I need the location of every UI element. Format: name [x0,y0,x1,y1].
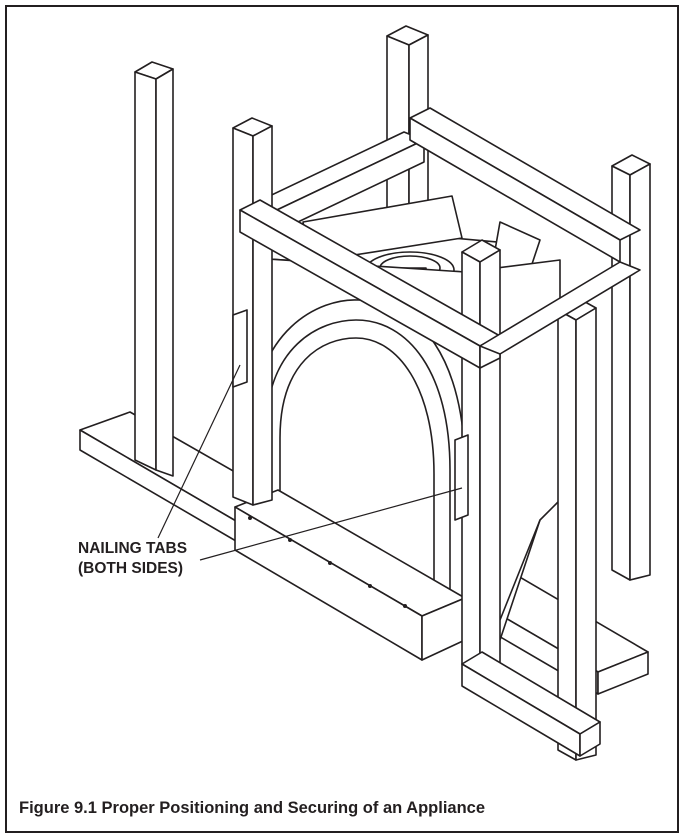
figure-caption: Figure 9.1 Proper Positioning and Securi… [19,799,486,817]
figure-frame [5,5,679,833]
stud-back-left [134,61,174,477]
header-front-right [479,261,641,355]
callout-line-1: NAILING TABS [78,540,188,557]
stud-front-left [232,117,273,506]
callout-leader-lines [157,364,463,561]
stud-right-lower [557,297,597,761]
nailing-tab-right [454,434,469,521]
callout-line-2: (BOTH SIDES) [78,560,184,577]
floor-plate-front [461,651,601,757]
nailing-tab-left [232,309,248,388]
appliance-base [234,489,466,661]
nailing-tabs-callout: NAILING TABS (BOTH SIDES) [78,539,187,579]
